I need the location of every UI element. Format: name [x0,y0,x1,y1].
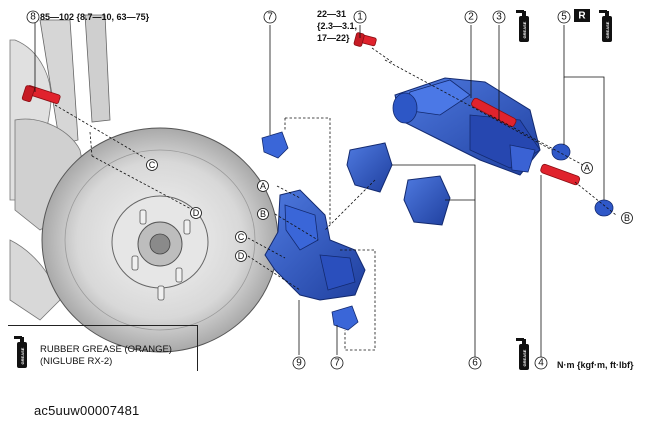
callout-9: 9 [292,356,306,370]
ref-d-bracket: D [235,250,247,262]
callout-5: 5 [557,10,571,24]
svg-text:3: 3 [496,12,502,23]
svg-text:D: D [193,208,200,218]
replace-badge: R [574,9,590,22]
caliper-bolt [353,32,377,47]
ref-c-bracket: C [235,231,247,243]
figure-code: ac5uuw00007481 [34,403,140,418]
svg-text:7: 7 [267,12,273,23]
callout-1: 1 [353,10,367,24]
svg-text:4: 4 [538,358,544,369]
unit-label: N·m {kgf·m, ft·lbf} [557,360,634,370]
torque-bolt-1-line2: {2.3—3.1, [317,21,357,31]
lower-guide-pin [540,163,581,186]
svg-text:R: R [578,11,586,22]
svg-text:8: 8 [30,12,36,23]
svg-text:GREASE: GREASE [605,21,610,38]
brake-pads [346,142,451,226]
grease-can-icon: GREASE [14,336,27,368]
torque-bolt-8: 85—102 {8.7—10, 63—75} [40,12,150,22]
callout-6: 6 [468,356,482,370]
svg-text:5: 5 [561,12,567,23]
svg-text:B: B [260,209,266,219]
svg-text:C: C [149,160,156,170]
svg-text:D: D [238,251,245,261]
ref-c-disc: C [146,159,158,171]
svg-text:GREASE: GREASE [20,347,25,364]
callout-leaders [269,25,605,358]
svg-text:GREASE: GREASE [522,349,527,366]
guide-pin-boots [551,143,614,217]
ref-d-disc: D [190,207,202,219]
svg-text:2: 2 [468,12,474,23]
ref-a-boot: A [581,162,593,174]
grease-can-icon: GREASE [599,10,612,42]
ref-a-bracket: A [257,180,269,192]
caliper-bracket [264,189,366,301]
leader-lines-right [247,47,617,351]
torque-bolt-1-line1: 22—31 [317,9,346,19]
svg-text:GREASE: GREASE [522,21,527,38]
svg-text:7: 7 [334,358,340,369]
svg-text:C: C [238,232,245,242]
svg-text:1: 1 [357,12,363,23]
svg-text:9: 9 [296,358,302,369]
legend-line-1: RUBBER GREASE (ORANGE) [40,344,172,355]
knuckle-assembly [9,14,279,353]
callout-3: 3 [492,10,506,24]
callout-7-top: 7 [263,10,277,24]
wheel-studs [131,209,191,301]
svg-text:6: 6 [472,358,478,369]
grease-can-icon: GREASE [516,338,529,370]
legend-line-2: (NIGLUBE RX-2) [40,356,113,367]
ref-b-bracket: B [257,208,269,220]
legend-text: RUBBER GREASE (ORANGE) (NIGLUBE RX-2) [40,344,172,368]
grease-can-icon: GREASE [516,10,529,42]
ref-b-boot: B [621,212,633,224]
callout-4: 4 [534,356,548,370]
legend-box [8,325,198,371]
caliper-body [392,77,541,176]
guide-pin [471,97,517,128]
pad-clips [261,131,359,331]
svg-text:B: B [624,213,630,223]
callout-8: 8 [26,10,40,24]
leader-lines-left [34,22,194,211]
callout-2: 2 [464,10,478,24]
callout-7-bottom: 7 [330,356,344,370]
svg-text:A: A [584,163,590,173]
torque-bolt-1-line3: 17—22} [317,33,350,43]
svg-text:A: A [260,181,266,191]
